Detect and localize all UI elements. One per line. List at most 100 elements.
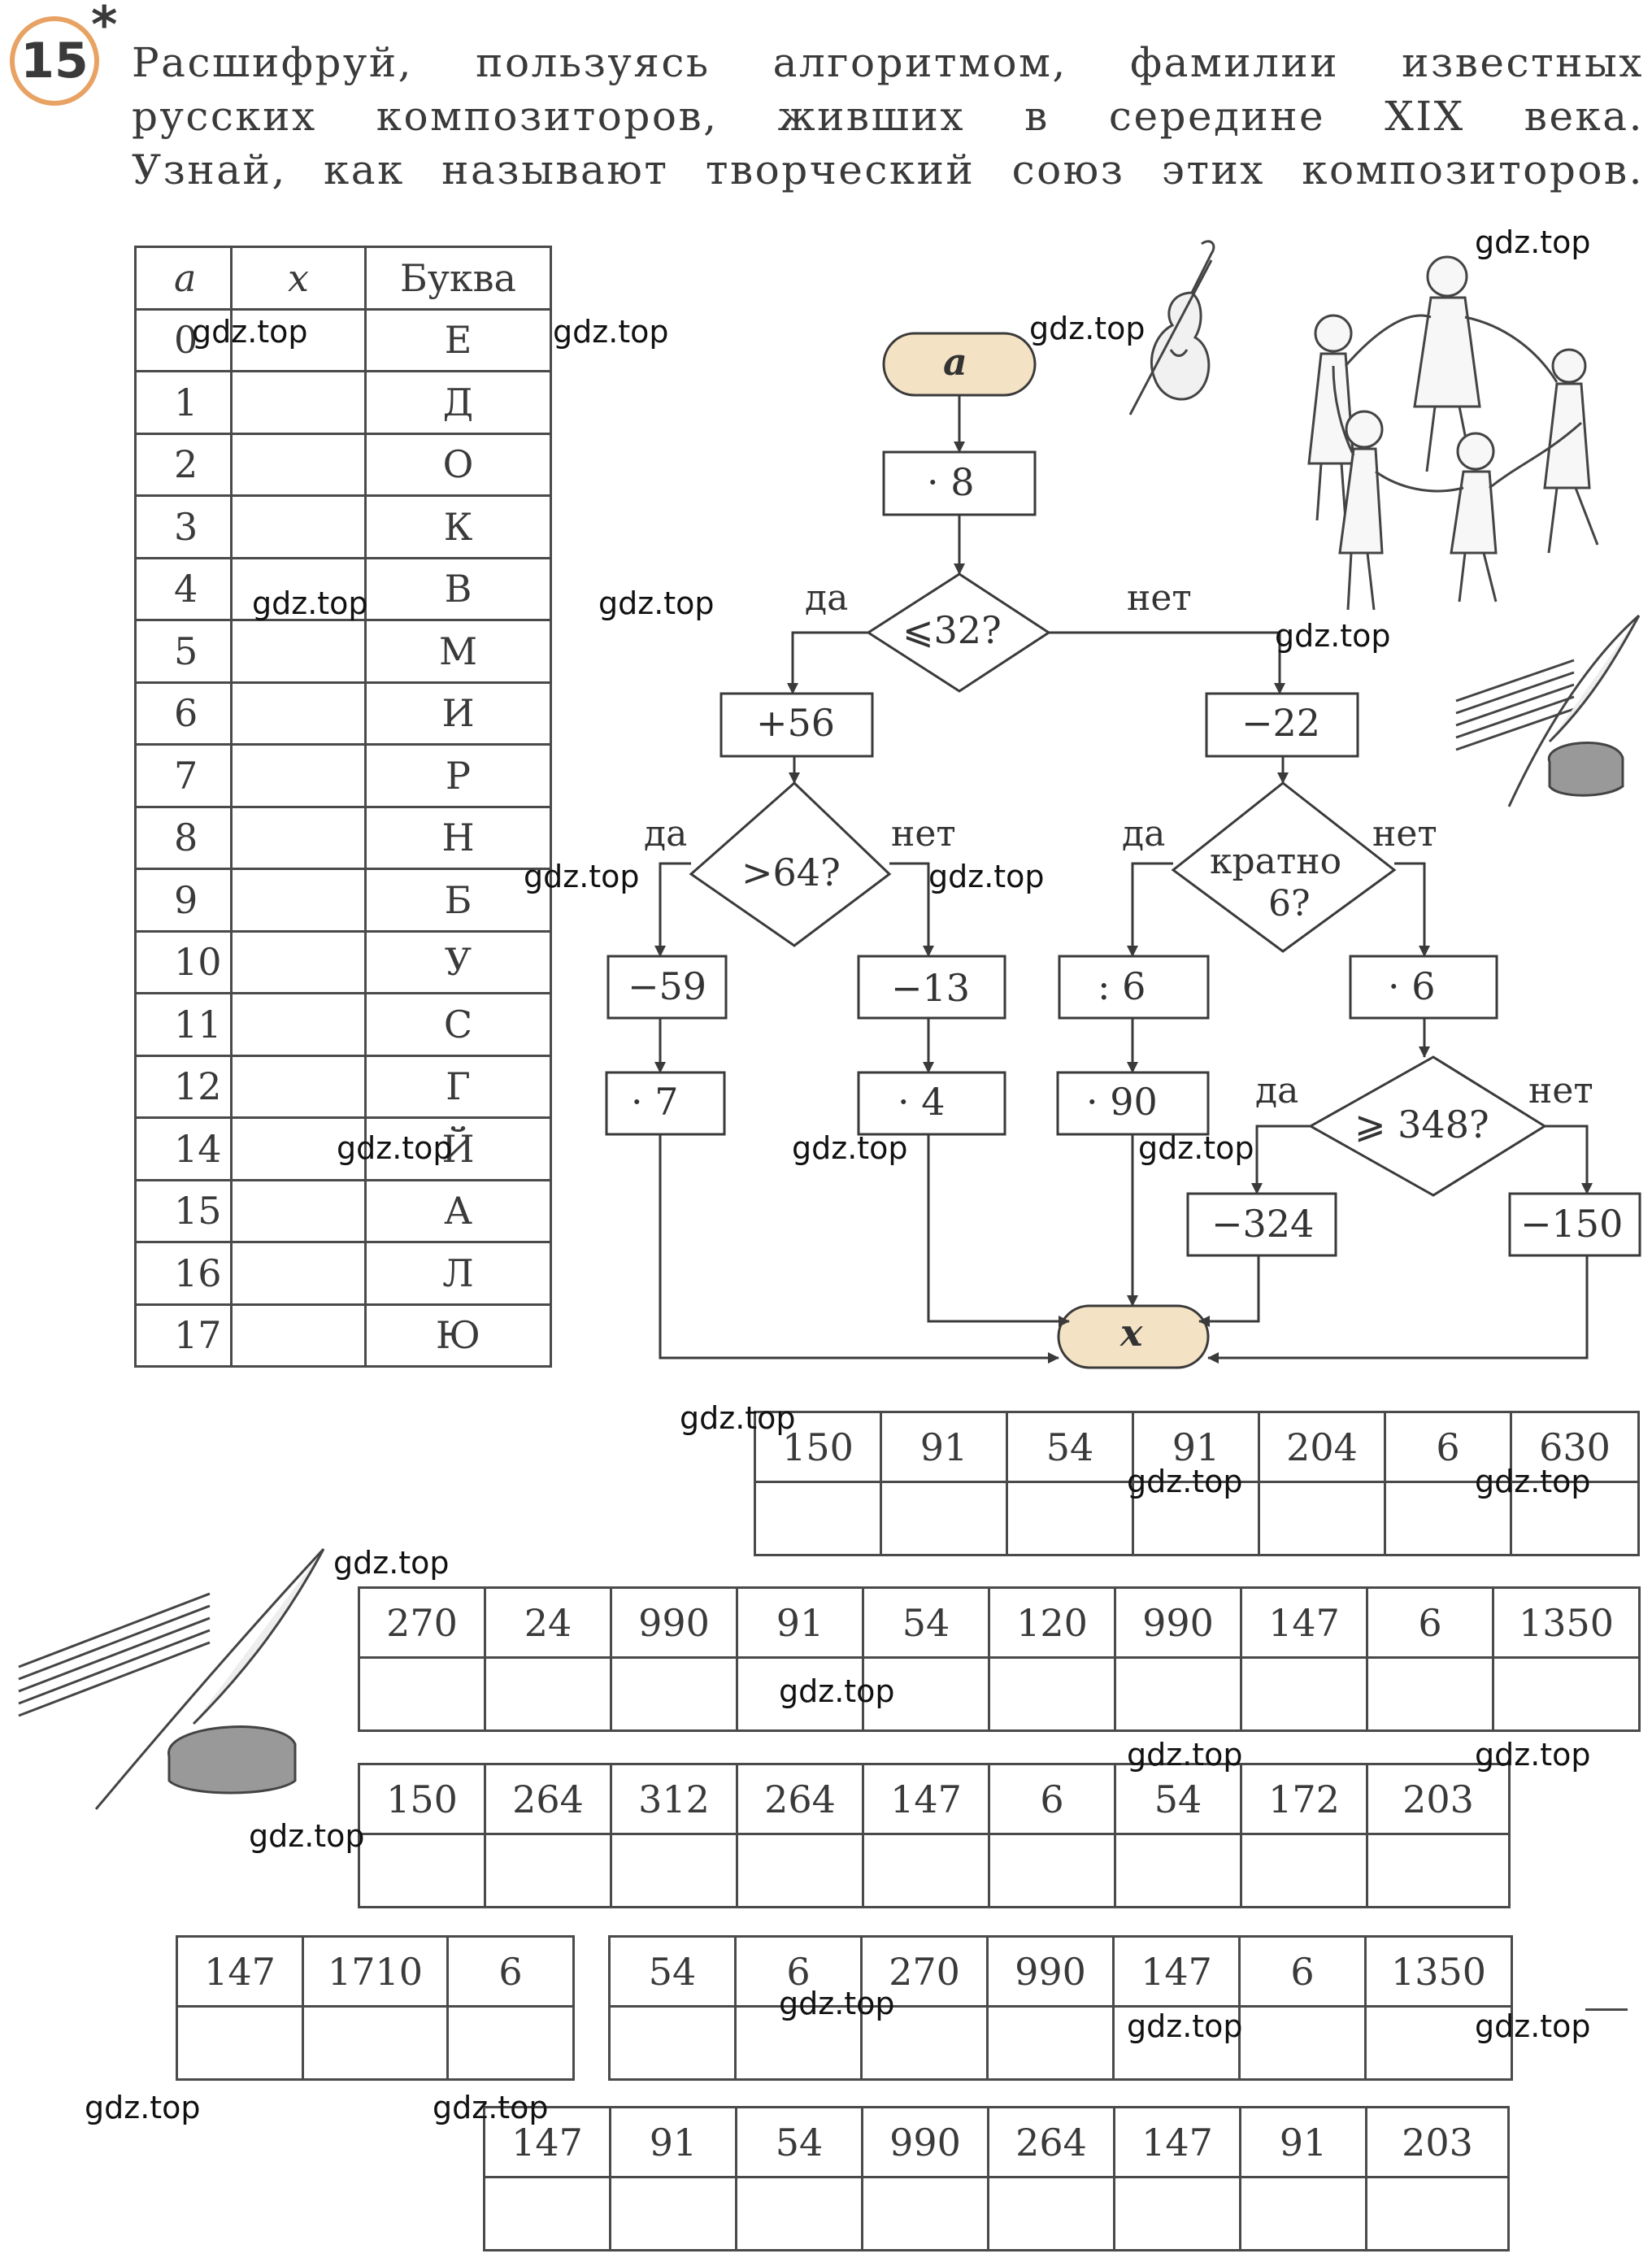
x-cell[interactable] [230,1241,367,1306]
x-cell[interactable] [230,556,367,621]
answer-cell[interactable] [986,2005,1115,2081]
answer-cell[interactable] [446,2005,575,2081]
answer-cell[interactable] [484,1833,612,1908]
answer-cell[interactable] [358,1833,486,1908]
answer-cell[interactable] [1366,1833,1511,1908]
number-cell: 150 [358,1763,486,1835]
answer-cell[interactable] [734,2005,863,2081]
answer-cell[interactable] [1364,2005,1513,2081]
answer-cell[interactable] [1114,1656,1242,1732]
x-cell[interactable] [230,370,367,435]
x-cell[interactable] [230,619,367,684]
answer-cell[interactable] [1384,1481,1512,1556]
answer-cell[interactable] [862,1656,990,1732]
x-cell[interactable] [230,929,367,994]
answer-cell[interactable] [1365,2176,1510,2251]
answer-cell[interactable] [862,1833,990,1908]
answer-cell[interactable] [1114,1833,1242,1908]
number-cell: 264 [484,1763,612,1835]
answer-cell[interactable] [302,2005,449,2081]
header-x: x [230,246,367,311]
answer-cell[interactable] [1238,2005,1367,2081]
answer-cell[interactable] [358,1656,486,1732]
a-value: 11 [134,992,233,1057]
answer-cell[interactable] [860,2005,989,2081]
answer-cell[interactable] [880,1481,1008,1556]
x-cell[interactable] [230,1054,367,1119]
a-value: 16 [134,1241,233,1306]
violin-icon [1128,240,1215,415]
answer-cell[interactable] [610,1656,738,1732]
answer-cell[interactable] [988,1833,1116,1908]
cond3-label-1: кратно [1210,841,1342,882]
letter: О [364,432,552,497]
answer-cell[interactable] [610,1833,738,1908]
answer-cell[interactable] [736,1656,864,1732]
answer-cell[interactable] [484,1656,612,1732]
answer-cell[interactable] [608,2005,737,2081]
watermark: gdz.top [779,1986,895,2021]
number-cell: 91 [736,1586,864,1659]
x-cell[interactable] [230,868,367,933]
answer-cell[interactable] [1510,1481,1640,1556]
answer-cell[interactable] [1006,1481,1134,1556]
div6-label: : 6 [1098,964,1146,1008]
answer-cell[interactable] [735,2176,863,2251]
watermark: gdz.top [192,314,308,350]
x-cell[interactable] [230,743,367,808]
x-cell[interactable] [230,1178,367,1243]
answer-cell[interactable] [987,2176,1115,2251]
letter: Р [364,743,552,808]
number-cell: 6 [734,1935,863,2008]
watermark: gdz.top [1475,1464,1591,1499]
answer-cell[interactable] [176,2005,304,2081]
answer-cell[interactable] [861,2176,989,2251]
decision-gt64 [689,781,892,947]
x-cell[interactable] [230,1303,367,1368]
answer-cell[interactable] [1492,1656,1641,1732]
answer-cell[interactable] [1113,2176,1241,2251]
cond4-yes: да [1255,1070,1299,1112]
a-value: 15 [134,1178,233,1243]
number-cell: 147 [176,1935,304,2008]
answer-cell[interactable] [1240,1833,1368,1908]
letter: Л [364,1241,552,1306]
watermark: gdz.top [553,314,669,350]
x-cell[interactable] [230,432,367,497]
answer-cell[interactable] [754,1481,882,1556]
letter: Д [364,370,552,435]
answer-cell[interactable] [1239,2176,1367,2251]
answer-cell[interactable] [609,2176,737,2251]
cond1-yes: да [805,577,849,619]
letter: В [364,556,552,621]
answer-cell[interactable] [1240,1656,1368,1732]
start-label: a [943,340,967,384]
letter: Ю [364,1303,552,1368]
answer-cell[interactable] [1112,2005,1241,2081]
sub324-label: −324 [1211,1202,1315,1246]
number-cell: 147 [1112,1935,1241,2008]
sub150-label: −150 [1520,1202,1624,1246]
letter: Н [364,805,552,870]
task-line-3: Узнай, как называют творческий союз этих… [132,146,1644,194]
answer-row [358,1833,1511,1908]
x-cell[interactable] [230,307,367,372]
x-cell[interactable] [230,681,367,746]
answer-cell[interactable] [988,1656,1116,1732]
x-cell[interactable] [230,494,367,559]
answer-row [176,2005,575,2081]
x-cell[interactable] [230,1116,367,1181]
answer-cell[interactable] [736,1833,864,1908]
x-cell[interactable] [230,805,367,870]
answer-cell[interactable] [483,2176,611,2251]
answer-cell[interactable] [1132,1481,1260,1556]
number-cell: 6 [1238,1935,1367,2008]
x-cell[interactable] [230,992,367,1057]
answer-cell[interactable] [1258,1481,1386,1556]
answer-cell[interactable] [1366,1656,1494,1732]
